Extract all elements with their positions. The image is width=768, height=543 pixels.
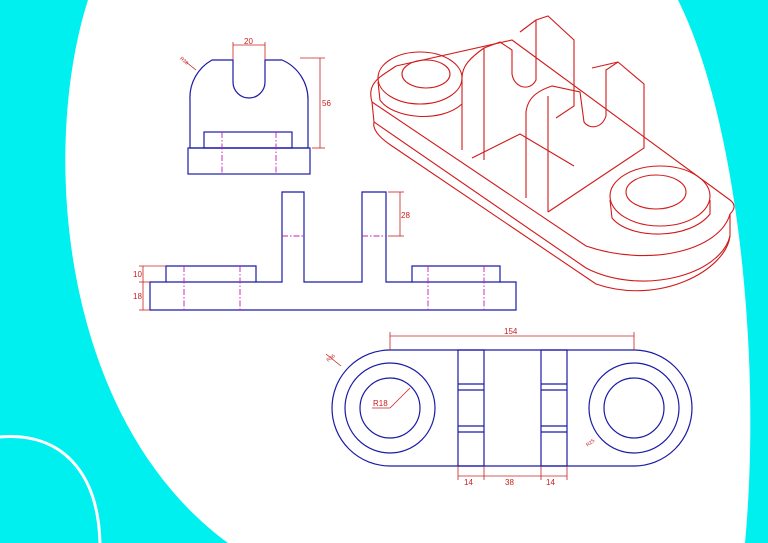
dim-ear-height: 28 <box>401 211 410 220</box>
dim-boss-height: 10 <box>133 270 142 279</box>
dim-radius-leader <box>185 61 197 71</box>
side-outline <box>149 191 517 311</box>
paper-area <box>65 0 751 543</box>
iso-ear-right-top <box>591 61 619 69</box>
dim-gap-width: 38 <box>505 478 514 487</box>
dim-inner-radius: R18 <box>373 399 388 408</box>
dim-height: 56 <box>322 99 331 108</box>
front-view: 20 56 R30 <box>178 37 331 175</box>
top-boss-left <box>344 362 436 454</box>
iso-base-top-edge <box>370 65 731 282</box>
dim-slot-width: 20 <box>244 37 253 46</box>
iso-ear-left-top <box>519 19 537 33</box>
top-ear-left <box>457 349 485 467</box>
top-view: 154 R36 R18 R25 14 38 14 <box>325 327 693 487</box>
front-upright-outline <box>189 59 309 149</box>
dim-inner-radius-leader <box>389 387 411 409</box>
top-base-outline <box>331 349 693 467</box>
iso-base-bottom-edge <box>373 121 731 292</box>
dim-outer-radius: R36 <box>326 353 337 364</box>
iso-boss-right-hole <box>625 174 687 210</box>
corner-arc <box>0 435 102 543</box>
iso-boss-right-outer <box>609 165 711 227</box>
dim-ear-right-width: 14 <box>546 478 555 487</box>
iso-boss-left-side <box>377 81 463 117</box>
iso-base-upper-face <box>371 101 731 257</box>
iso-web-line <box>471 133 575 167</box>
dim-radius-front: R30 <box>178 56 189 67</box>
front-base <box>187 147 311 175</box>
isometric-view <box>370 15 735 292</box>
top-hole-right <box>603 377 665 439</box>
top-ear-right <box>540 349 568 467</box>
iso-boss-left-hole <box>401 59 451 89</box>
dim-base-height: 18 <box>133 292 142 301</box>
dim-center-distance: 154 <box>504 327 518 336</box>
dim-outer-radius-leader <box>325 353 342 367</box>
iso-ear-left <box>461 15 575 150</box>
dim-ear-left-width: 14 <box>464 478 473 487</box>
top-hole-left <box>359 377 421 439</box>
iso-base-back-edge <box>395 39 735 215</box>
iso-boss-right-side <box>609 199 711 235</box>
dim-right-radius: R25 <box>585 438 596 449</box>
iso-ear-right <box>525 61 645 213</box>
top-boss-right <box>588 362 680 454</box>
side-view: 28 10 18 <box>133 191 517 311</box>
